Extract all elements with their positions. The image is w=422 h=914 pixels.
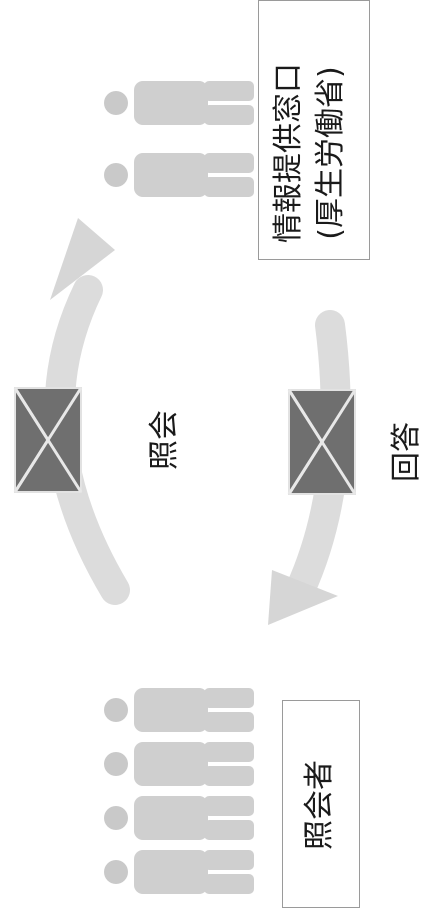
provider-label: 情報提供窓口 (厚生労働省) (268, 28, 358, 278)
person-icon (104, 850, 254, 894)
person-icon (104, 796, 254, 840)
inquiry-arrowhead (50, 218, 115, 300)
person-icon (104, 742, 254, 786)
inquirer-box (282, 700, 360, 908)
provider-label-line2: (厚生労働省) (313, 66, 348, 240)
inquirer-label: 照会者 (302, 760, 337, 850)
answer-label: 回答 (389, 422, 422, 482)
person-icon (104, 81, 254, 125)
provider-box (258, 0, 370, 260)
mail-envelope-icon (287, 388, 357, 496)
person-icon (104, 153, 254, 197)
answer-arrowhead (268, 570, 338, 625)
provider-label-line1: 情報提供窓口 (271, 63, 306, 243)
person-icon (104, 688, 254, 732)
mail-envelope-icon (13, 386, 83, 494)
inquiry-label: 照会 (147, 410, 182, 470)
